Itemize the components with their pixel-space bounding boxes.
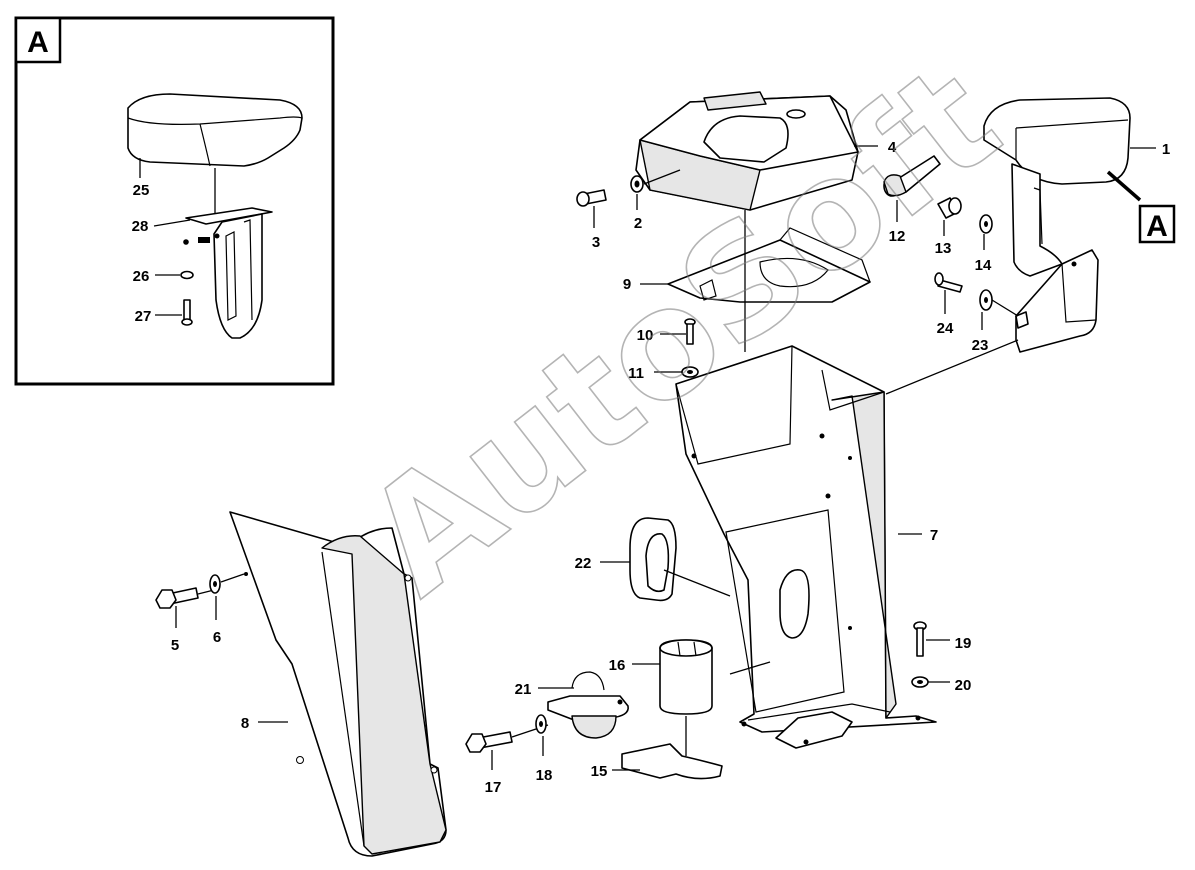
label-24: 24 xyxy=(937,320,954,337)
bolt-17 xyxy=(465,724,549,770)
label-10: 10 xyxy=(637,327,654,344)
label-3: 3 xyxy=(592,234,600,251)
damper-16 xyxy=(632,639,771,756)
label-5: 5 xyxy=(171,637,179,654)
label-23: 23 xyxy=(972,337,989,354)
callout-letter: A xyxy=(1146,210,1168,243)
label-11: 11 xyxy=(628,365,644,382)
clamp-21 xyxy=(538,671,629,739)
washer-14 xyxy=(979,214,993,250)
inset-bolt xyxy=(181,299,193,326)
callout-a: A xyxy=(1138,204,1176,244)
console-cover xyxy=(635,91,878,211)
side-panel xyxy=(229,511,447,857)
label-17: 17 xyxy=(485,779,502,796)
washer-2 xyxy=(630,169,681,210)
washer-18 xyxy=(535,714,547,756)
side-bracket xyxy=(1015,249,1099,353)
mounting-plate xyxy=(640,210,871,352)
bolt-24 xyxy=(934,272,963,314)
washer-11 xyxy=(654,366,699,378)
washer-23 xyxy=(979,289,1019,330)
inset-washer xyxy=(180,270,194,280)
label-25: 25 xyxy=(133,182,150,199)
label-13: 13 xyxy=(935,240,952,257)
label-26: 26 xyxy=(133,268,150,285)
grommet-22 xyxy=(600,517,731,602)
shim-15 xyxy=(612,743,723,780)
main-frame xyxy=(675,339,1019,749)
label-14: 14 xyxy=(975,257,992,274)
label-19: 19 xyxy=(955,635,972,652)
label-12: 12 xyxy=(889,228,906,245)
lever-12 xyxy=(883,155,941,222)
label-1: 1 xyxy=(1162,141,1170,158)
armrest-1 xyxy=(983,97,1156,277)
inset-cushion xyxy=(127,93,303,167)
label-2: 2 xyxy=(634,215,642,232)
bolt-19 xyxy=(913,621,950,657)
label-20: 20 xyxy=(955,677,972,694)
screw-3 xyxy=(576,189,607,228)
label-21: 21 xyxy=(515,681,532,698)
label-16: 16 xyxy=(609,657,626,674)
inset-bracket xyxy=(183,207,273,339)
bolt-5 xyxy=(155,587,215,628)
bushing-13 xyxy=(937,197,962,236)
label-15: 15 xyxy=(591,763,608,780)
label-28: 28 xyxy=(132,218,149,235)
label-4: 4 xyxy=(888,139,897,156)
washer-20 xyxy=(911,676,950,688)
washer-6 xyxy=(209,572,248,620)
inset-a: A 25 28 26 27 xyxy=(14,16,335,386)
bolt-10 xyxy=(660,318,696,345)
label-8: 8 xyxy=(241,715,249,732)
label-9: 9 xyxy=(623,276,631,293)
inset-letter: A xyxy=(27,26,49,59)
label-22: 22 xyxy=(575,555,592,572)
label-6: 6 xyxy=(213,629,221,646)
label-27: 27 xyxy=(135,308,152,325)
label-7: 7 xyxy=(930,527,938,544)
label-18: 18 xyxy=(536,767,553,784)
